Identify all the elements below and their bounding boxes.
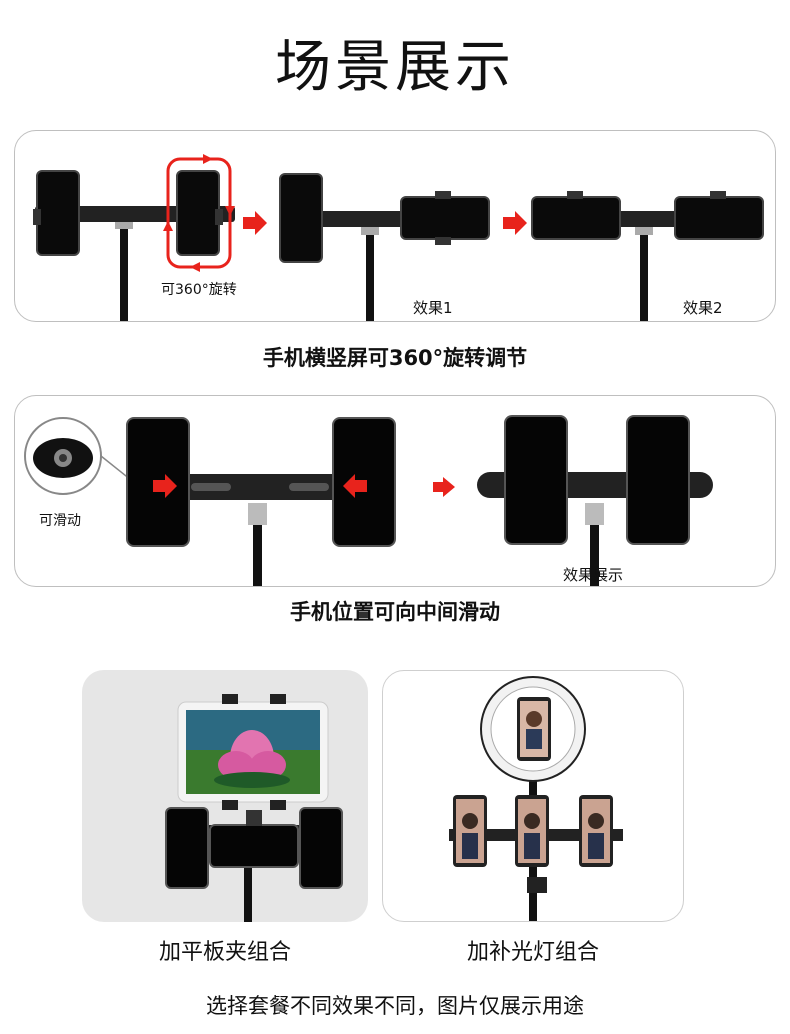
ringlight-combo-illustration	[449, 676, 623, 921]
ringlight-caption: 加补光灯组合	[466, 940, 599, 965]
rotate-label: 可360°旋转	[161, 282, 237, 298]
effect2-label: 效果2	[683, 299, 723, 317]
tablet-combo-illustration	[165, 694, 343, 922]
slide-panel: 可滑动 效果展示	[14, 395, 776, 587]
effect1-label: 效果1	[413, 299, 453, 317]
rotation-illustration	[33, 154, 764, 321]
page-title: 场景展示	[275, 35, 515, 100]
slide-label: 可滑动	[39, 513, 81, 529]
tablet-combo-tile	[82, 670, 368, 922]
effect-label: 效果展示	[563, 566, 624, 584]
footer-note: 选择套餐不同效果不同，图片仅展示用途	[206, 994, 584, 1018]
ringlight-combo-tile	[382, 670, 684, 922]
rotation-panel: 可360°旋转 效果1 效果2	[14, 130, 776, 322]
rotation-caption: 手机横竖屏可360°旋转调节	[262, 346, 528, 370]
slide-caption: 手机位置可向中间滑动	[290, 600, 500, 624]
tablet-caption: 加平板夹组合	[158, 940, 291, 965]
slide-illustration	[24, 415, 713, 586]
